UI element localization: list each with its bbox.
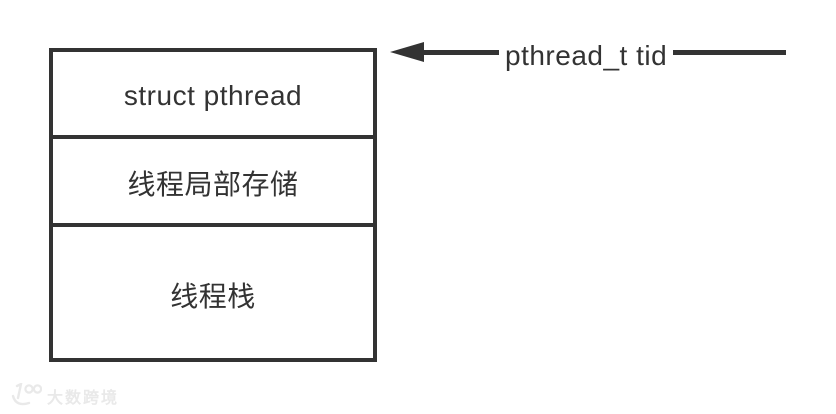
section-thread-stack-label: 线程栈 [170, 280, 256, 312]
pointer-arrow-label: pthread_t tid [499, 42, 674, 70]
watermark-logo-icon [10, 381, 43, 409]
section-struct-pthread-label: struct pthread [123, 79, 303, 111]
section-thread-local-storage: 线程局部存储 [53, 135, 373, 223]
watermark-text: 大数跨境 [47, 390, 120, 407]
thread-memory-box: struct pthread 线程局部存储 线程栈 [49, 48, 377, 362]
section-thread-local-storage-label: 线程局部存储 [127, 169, 299, 200]
watermark: 大数跨境 [10, 381, 120, 409]
section-thread-stack: 线程栈 [53, 223, 373, 358]
arrow-left-icon [390, 42, 424, 62]
section-struct-pthread: struct pthread [53, 52, 373, 135]
